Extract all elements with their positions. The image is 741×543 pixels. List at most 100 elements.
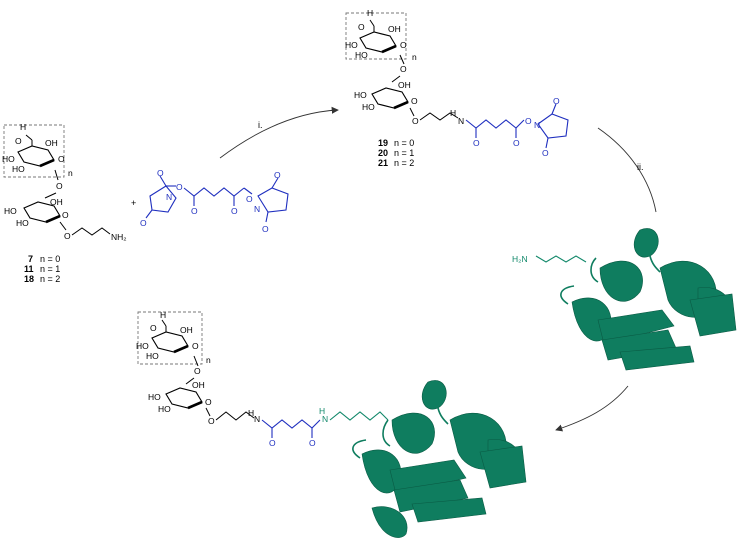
compound-number: 21 bbox=[378, 158, 388, 168]
atom-o: O bbox=[58, 154, 65, 164]
atom-n: N bbox=[322, 414, 328, 424]
atom-o: O bbox=[358, 22, 365, 32]
compound-condition: n = 0 bbox=[394, 138, 414, 148]
atom-o: O bbox=[400, 64, 407, 74]
compound-number: 19 bbox=[378, 138, 388, 148]
n-label: n bbox=[68, 168, 73, 178]
atom-ho: HO bbox=[148, 392, 161, 402]
atom-o: O bbox=[231, 206, 238, 216]
atom-o: O bbox=[205, 397, 212, 407]
plus-sign: + bbox=[131, 198, 136, 208]
atom-h: H bbox=[20, 122, 26, 132]
compound-condition: n = 2 bbox=[40, 274, 60, 284]
atom-nh: H bbox=[319, 406, 325, 416]
atom-ho: HO bbox=[12, 164, 25, 174]
conjugate-protein-ribbon bbox=[352, 380, 527, 538]
repeat-bracket bbox=[345, 12, 407, 60]
neoglycoprotein-conjugate: H O OH HO HO O n O OH HO HO O O H N bbox=[136, 310, 260, 426]
atom-oh: OH bbox=[398, 80, 411, 90]
compound-number: 18 bbox=[24, 274, 34, 284]
atom-ho: HO bbox=[146, 351, 159, 361]
disuccinimidyl-linker bbox=[145, 175, 289, 223]
atom-oh: OH bbox=[50, 197, 63, 207]
conjugate-linker bbox=[261, 419, 321, 438]
atom-o: O bbox=[309, 438, 316, 448]
atom-o: O bbox=[473, 138, 480, 148]
atom-ho: HO bbox=[136, 341, 149, 351]
atom-o: O bbox=[513, 138, 520, 148]
atom-o: O bbox=[194, 366, 201, 376]
compound-condition: n = 0 bbox=[40, 254, 60, 264]
atom-ho: HO bbox=[2, 154, 15, 164]
atom-ho: HO bbox=[4, 206, 17, 216]
protein-ribbon: H₂N bbox=[512, 228, 737, 371]
atom-oh: OH bbox=[45, 138, 58, 148]
atom-o: O bbox=[411, 96, 418, 106]
atom-ho: HO bbox=[345, 40, 358, 50]
atom-o: O bbox=[262, 224, 269, 234]
atom-ho: HO bbox=[158, 404, 171, 414]
compound-number: 7 bbox=[28, 254, 33, 264]
atom-o: O bbox=[150, 323, 157, 333]
atom-o: O bbox=[246, 194, 253, 204]
atom-o: O bbox=[525, 116, 532, 126]
compound-number: 11 bbox=[24, 264, 34, 274]
atom-o: O bbox=[208, 416, 215, 426]
atom-o: O bbox=[412, 116, 419, 126]
atom-o: O bbox=[176, 182, 183, 192]
atom-o: O bbox=[400, 40, 407, 50]
compound-condition: n = 1 bbox=[40, 264, 60, 274]
linker-atoms: O O N O O O O N O O bbox=[140, 168, 281, 234]
activated-mannoside: H O OH HO HO O n O OH HO HO O O H N bbox=[345, 8, 464, 126]
atom-oh: OH bbox=[180, 325, 193, 335]
atom-nh: H bbox=[248, 408, 254, 418]
atom-o: O bbox=[542, 148, 549, 158]
repeat-bracket bbox=[137, 311, 203, 365]
atom-h: H bbox=[367, 8, 373, 18]
atom-o: O bbox=[157, 168, 164, 178]
atom-ho: HO bbox=[16, 218, 29, 228]
atom-n: N bbox=[534, 120, 540, 130]
atom-n: N bbox=[458, 116, 464, 126]
atom-o: O bbox=[553, 96, 560, 106]
lysine-chain bbox=[329, 411, 389, 421]
atom-h2n: H₂N bbox=[512, 254, 528, 264]
activated-compound-legend: 19 n = 0 20 n = 1 21 n = 2 bbox=[378, 138, 414, 168]
compound-number: 20 bbox=[378, 148, 388, 158]
compound-condition: n = 1 bbox=[394, 148, 414, 158]
atom-n: N bbox=[254, 204, 260, 214]
atom-o: O bbox=[274, 170, 281, 180]
conjugate-linker-atoms: O O H N bbox=[269, 406, 328, 448]
compound-condition: n = 2 bbox=[394, 158, 414, 168]
repeat-bracket bbox=[3, 124, 65, 178]
atom-ho: HO bbox=[355, 50, 368, 60]
atom-o: O bbox=[192, 341, 199, 351]
atom-oh: OH bbox=[192, 380, 205, 390]
atom-o: O bbox=[191, 206, 198, 216]
starting-compound-legend: 7 n = 0 11 n = 1 18 n = 2 bbox=[24, 254, 60, 284]
atom-o: O bbox=[269, 438, 276, 448]
atom-o: O bbox=[15, 136, 22, 146]
n-label: n bbox=[412, 52, 417, 62]
arrow-conjugation bbox=[555, 385, 629, 432]
atom-n: N bbox=[166, 192, 172, 202]
step-label-i: i. bbox=[258, 120, 263, 130]
n-label: n bbox=[206, 355, 211, 365]
atom-o: O bbox=[62, 210, 69, 220]
arrow-step-i bbox=[219, 106, 339, 159]
atom-ho: HO bbox=[362, 102, 375, 112]
atom-nh: H bbox=[450, 108, 456, 118]
atom-o: O bbox=[140, 218, 147, 228]
atom-h: H bbox=[160, 310, 166, 320]
atom-ho: HO bbox=[354, 90, 367, 100]
starting-mannoside: H O OH HO HO O n O OH HO HO O O NH₂ bbox=[2, 122, 127, 242]
activated-linker-atoms: O O O N O O bbox=[473, 96, 560, 158]
atom-o: O bbox=[64, 231, 71, 241]
step-label-ii: ii. bbox=[637, 162, 644, 172]
atom-n: N bbox=[254, 414, 260, 424]
arrow-step-ii bbox=[597, 127, 657, 213]
atom-o: O bbox=[56, 181, 63, 191]
atom-oh: OH bbox=[388, 24, 401, 34]
activated-linker bbox=[465, 103, 569, 149]
